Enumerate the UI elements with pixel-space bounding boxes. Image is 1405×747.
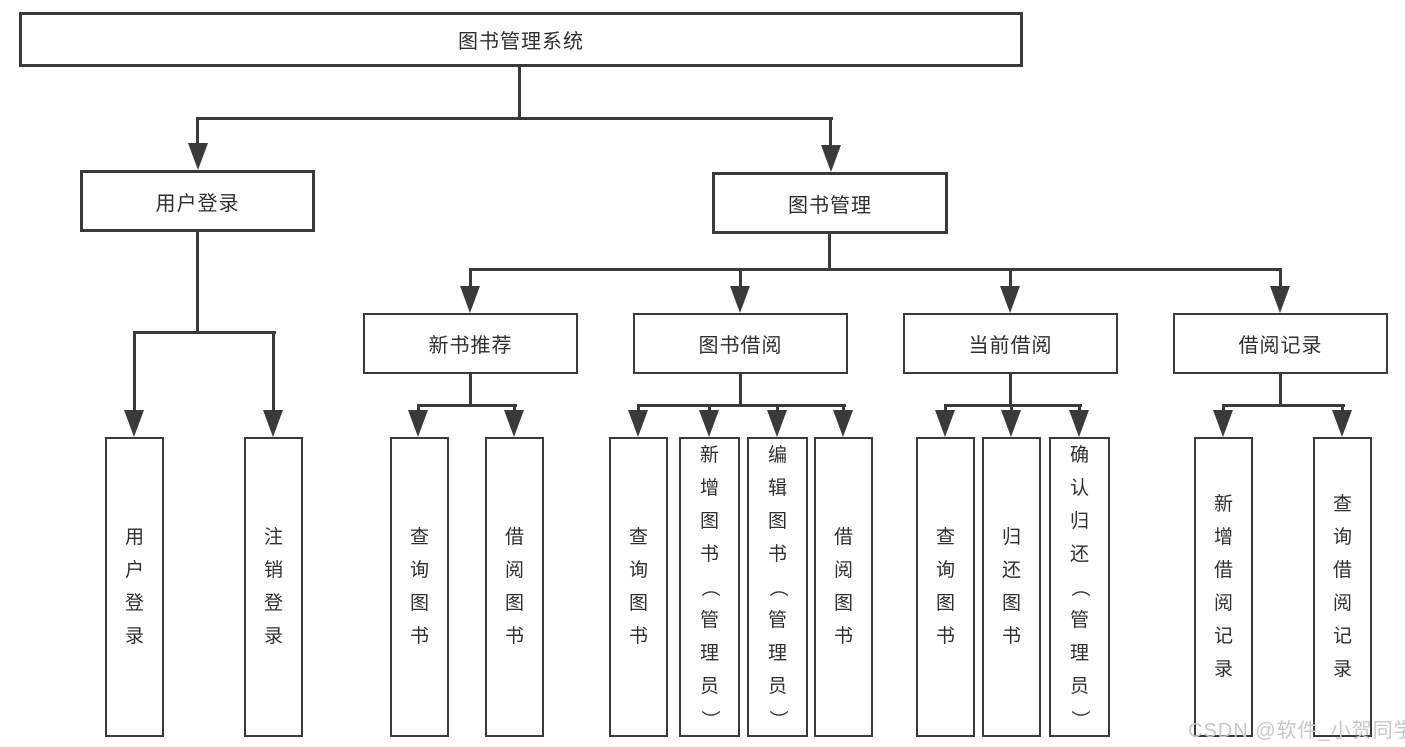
arrow-down-icon: [935, 410, 955, 437]
arrow-down-icon: [188, 143, 208, 170]
connector-line: [513, 404, 516, 412]
leaf-label: 查询图书: [409, 527, 429, 647]
node-label: 图书管理系统: [458, 31, 584, 53]
leaf-label: 借阅图书: [833, 527, 853, 647]
node-label: 当前借阅: [968, 335, 1053, 357]
connector-line: [518, 67, 521, 120]
connector-line: [1222, 404, 1345, 407]
connector-line: [133, 331, 136, 411]
arrow-down-icon: [124, 410, 144, 437]
connector-line: [1010, 404, 1013, 412]
leaf-edit-books-admin: 编辑图书（管理员）: [747, 437, 808, 737]
node-borrowing-records: 借阅记录: [1173, 313, 1388, 374]
connector-line: [842, 404, 845, 412]
node-book-management-branch: 图书管理: [712, 172, 948, 234]
leaf-add-borrow-record: 新增借阅记录: [1194, 437, 1253, 737]
leaf-add-books-admin: 新增图书（管理员）: [679, 437, 740, 737]
arrow-down-icon: [699, 410, 719, 437]
leaf-return-books: 归还图书: [982, 437, 1041, 737]
node-new-book-recommendation: 新书推荐: [363, 313, 578, 374]
connector-line: [1279, 374, 1282, 407]
leaf-label: 借阅图书: [504, 527, 524, 647]
connector-line: [1222, 404, 1225, 412]
leaf-label: 查询图书: [935, 527, 955, 647]
connector-line: [272, 331, 275, 411]
node-label: 图书借阅: [698, 335, 783, 357]
connector-line: [196, 117, 833, 120]
arrow-down-icon: [628, 410, 648, 437]
node-book-borrowing: 图书借阅: [633, 313, 848, 374]
leaf-borrow-books-recommend: 借阅图书: [485, 437, 544, 737]
leaf-label: 查询图书: [628, 527, 648, 647]
leaf-label: 用户登录: [124, 527, 144, 647]
connector-line: [708, 404, 711, 412]
connector-line: [469, 374, 472, 407]
connector-line: [1341, 404, 1344, 412]
arrow-down-icon: [1001, 410, 1021, 437]
connector-line: [1009, 374, 1012, 407]
connector-line: [637, 404, 640, 412]
leaf-logout: 注销登录: [244, 437, 303, 737]
leaf-label: 归还图书: [1001, 527, 1021, 647]
leaf-query-books-current: 查询图书: [916, 437, 975, 737]
connector-line: [828, 234, 831, 271]
connector-line: [133, 331, 276, 334]
csdn-watermark: CSDN @软件_小贺同学: [1188, 720, 1405, 742]
arrow-down-icon: [408, 410, 428, 437]
arrow-down-icon: [1270, 286, 1290, 313]
connector-line: [1009, 268, 1012, 288]
leaf-label: 编辑图书（管理员）: [766, 444, 788, 729]
arrow-down-icon: [730, 286, 750, 313]
connector-line: [417, 404, 517, 407]
leaf-label: 查询借阅记录: [1332, 494, 1352, 680]
connector-line: [1279, 268, 1282, 288]
connector-line: [829, 117, 832, 146]
connector-line: [739, 374, 742, 407]
arrow-down-icon: [767, 410, 787, 437]
connector-line: [196, 232, 199, 334]
connector-line: [417, 404, 420, 412]
leaf-label: 新增借阅记录: [1213, 494, 1233, 680]
node-label: 图书管理: [788, 194, 872, 217]
arrow-down-icon: [833, 410, 853, 437]
node-library-management-system: 图书管理系统: [19, 12, 1023, 67]
leaf-label: 新增图书（管理员）: [698, 444, 720, 729]
node-user-login-branch: 用户登录: [80, 170, 315, 232]
leaf-user-login: 用户登录: [105, 437, 164, 737]
arrow-down-icon: [821, 145, 841, 172]
node-label: 用户登录: [155, 192, 240, 215]
connector-line: [469, 268, 1282, 271]
arrow-down-icon: [460, 286, 480, 313]
connector-line: [196, 117, 199, 144]
connector-line: [637, 404, 846, 407]
arrow-down-icon: [504, 410, 524, 437]
leaf-label: 注销登录: [263, 527, 283, 647]
node-label: 借阅记录: [1238, 335, 1323, 357]
node-current-borrowing: 当前借阅: [903, 313, 1118, 374]
connector-line: [469, 268, 472, 288]
connector-line: [944, 404, 947, 412]
leaf-query-books-borrowing: 查询图书: [609, 437, 668, 737]
leaf-borrow-books: 借阅图书: [814, 437, 873, 737]
connector-line: [1078, 404, 1081, 412]
node-label: 新书推荐: [428, 335, 513, 357]
arrow-down-icon: [1213, 410, 1233, 437]
arrow-down-icon: [1000, 286, 1020, 313]
leaf-query-books-recommend: 查询图书: [390, 437, 449, 737]
arrow-down-icon: [1332, 410, 1352, 437]
leaf-confirm-return-admin: 确认归还（管理员）: [1049, 437, 1110, 737]
leaf-label: 确认归还（管理员）: [1068, 444, 1090, 729]
leaf-query-borrow-record: 查询借阅记录: [1313, 437, 1372, 737]
connector-line: [944, 404, 1082, 407]
arrow-down-icon: [263, 410, 283, 437]
connector-line: [776, 404, 779, 412]
connector-line: [739, 268, 742, 288]
arrow-down-icon: [1069, 410, 1089, 437]
